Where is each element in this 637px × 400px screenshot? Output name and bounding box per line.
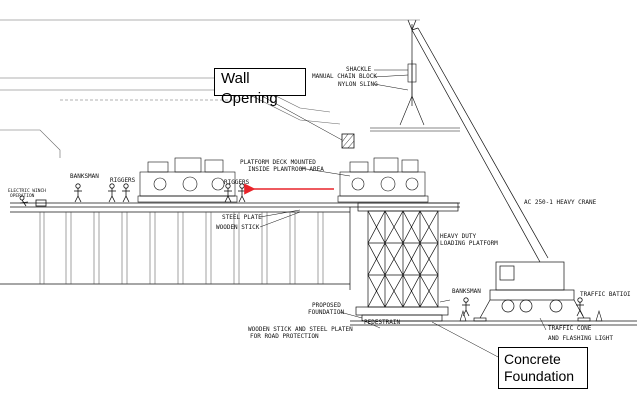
- leader-lines: [259, 69, 547, 359]
- worker-banksman-left: [74, 183, 82, 203]
- label-banksman-right: BANKSMAN: [452, 288, 481, 295]
- worker-traffic-right: [576, 297, 584, 317]
- label-proposed-1: PROPOSED: [312, 302, 341, 309]
- label-banksman-left: BANKSMAN: [70, 173, 99, 180]
- traffic-cones: [459, 309, 603, 322]
- electric-winch-box: [35, 199, 47, 207]
- label-traffic-cone-1: TRAFFIC CONE: [548, 325, 592, 332]
- label-wooden-steel-1: WOODEN STICK AND STEEL PLATEN: [248, 326, 353, 333]
- concrete-text-line2: Foundation: [504, 368, 575, 384]
- floor-columns: [39, 211, 324, 285]
- wall-opening-text: Wall Opening: [221, 70, 278, 107]
- platform-deck-machinery-left: [137, 157, 238, 203]
- label-traffic-cone-2: AND FLASHING LIGHT: [548, 335, 613, 342]
- label-pedestrain: PEDESTRAIN: [364, 319, 401, 326]
- label-steel-plate: STEEL PLATE: [222, 214, 262, 221]
- worker-figures: [19, 183, 584, 317]
- label-riggers-2: RIGGERS: [224, 179, 250, 186]
- concrete-text-line1: Concrete: [504, 351, 561, 367]
- worker-rigger-4: [238, 183, 246, 203]
- label-electric-winch-1: ELECTRIC WINCH: [8, 188, 46, 194]
- label-platform-deck-1: PLATFORM DECK MOUNTED: [240, 159, 316, 166]
- worker-rigger-1: [108, 183, 116, 203]
- mobile-crane: [407, 19, 591, 322]
- label-platform-deck-2: INSIDE PLANTROOM AREA: [248, 166, 324, 173]
- label-nylon-sling: NYLON SLING: [338, 81, 378, 88]
- label-traffic-baton: TRAFFIC BATIOI: [580, 291, 631, 298]
- worker-banksman-right: [462, 297, 470, 317]
- concrete-foundation-callout: Concrete Foundation: [498, 347, 588, 389]
- label-wooden-steel-2: FOR ROAD PROTECTION: [250, 333, 319, 340]
- building-roof-outline: [0, 19, 420, 158]
- label-electric-winch-2: OPERATION: [10, 193, 35, 199]
- worker-winch-operator: [19, 195, 29, 207]
- wall-opening-callout: Wall Opening: [214, 68, 306, 107]
- label-heavy-duty-2: LOADING PLATFORM: [440, 240, 498, 247]
- label-shackle: SHACKLE: [346, 66, 372, 73]
- worker-rigger-2: [122, 183, 130, 203]
- heavy-duty-loading-platform: [355, 202, 459, 322]
- label-proposed-2: FOUNDATION: [308, 309, 345, 316]
- label-crane: AC 250-1 HEAVY CRANE: [524, 199, 597, 206]
- label-riggers-1: RIGGERS: [110, 177, 136, 184]
- worker-rigger-3: [224, 183, 232, 203]
- label-wooden-stick: WOODEN STICK: [216, 224, 260, 231]
- rigging-sling: [370, 60, 460, 132]
- platform-deck-machinery-right: [337, 157, 429, 203]
- label-heavy-duty-1: HEAVY DUTY: [440, 233, 477, 240]
- wall-opening-block: [261, 95, 355, 149]
- label-chain-block: MANUAL CHAIN BLOCK: [312, 73, 377, 80]
